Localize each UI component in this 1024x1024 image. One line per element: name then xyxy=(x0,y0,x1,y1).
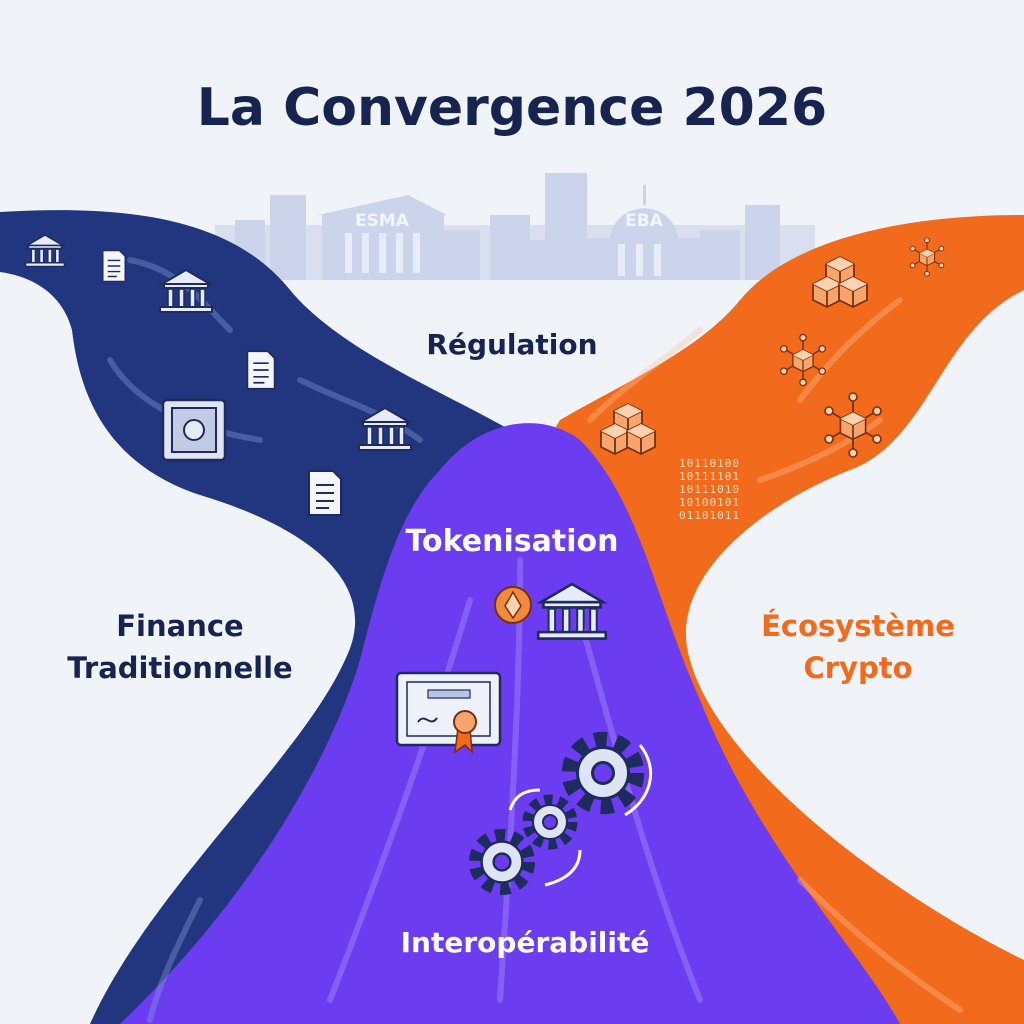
traditional-finance-river xyxy=(0,210,540,1024)
crypto-ecosystem-label-line1: Écosystème xyxy=(761,609,955,643)
binary-line: 10110100 xyxy=(679,457,740,470)
document-icon xyxy=(308,470,342,516)
convergence-river xyxy=(120,423,900,1024)
traditional-finance-label-line1: Finance xyxy=(116,609,243,643)
certificate-icon xyxy=(395,671,502,754)
crypto-ecosystem-label-line2: Crypto xyxy=(803,651,912,685)
river-highlights xyxy=(107,257,963,1023)
gears-icon xyxy=(476,740,653,888)
binary-line: 01101011 xyxy=(679,509,740,522)
eba-label: EBA xyxy=(625,211,664,231)
ether-coin-icon xyxy=(494,586,532,624)
document-icon xyxy=(246,350,276,390)
page-title: La Convergence 2026 xyxy=(197,78,827,138)
esma-label: ESMA xyxy=(355,211,410,231)
traditional-finance-label-line2: Traditionnelle xyxy=(67,651,292,685)
interoperability-label: Interopérabilité xyxy=(401,926,650,959)
binary-code: 10110100 10111101 10111010 10100101 0110… xyxy=(679,457,740,522)
binary-line: 10111010 xyxy=(679,483,740,496)
safe-icon xyxy=(161,398,227,462)
binary-line: 10100101 xyxy=(679,496,740,509)
tokenisation-label: Tokenisation xyxy=(406,524,619,559)
regulator-skyline xyxy=(215,173,815,280)
regulation-label: Régulation xyxy=(426,328,597,361)
document-icon xyxy=(102,249,126,283)
binary-line: 10111101 xyxy=(679,470,740,483)
